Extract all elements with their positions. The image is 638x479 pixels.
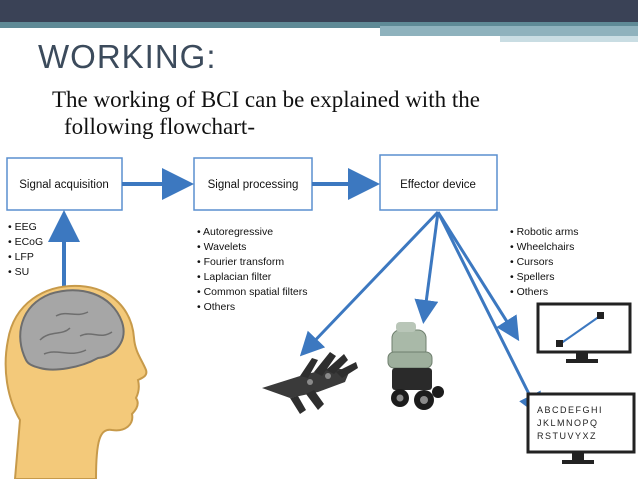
header-accent-stripe-light <box>500 36 638 42</box>
list-item: • Cursors <box>510 256 553 268</box>
list-item: • Wavelets <box>197 241 246 253</box>
list-item: • Spellers <box>510 271 555 283</box>
header-accent-stripe <box>380 26 638 36</box>
box-signal-processing <box>193 157 313 211</box>
cursor-screen-icon <box>536 302 632 363</box>
arrow-to-speller-screen <box>436 211 541 418</box>
speller-row: RSTUVYXZ <box>537 431 597 441</box>
slide-text: The working of BCI can be explained with… <box>52 86 612 140</box>
list-item: • Wheelchairs <box>510 241 574 253</box>
robotic-arm-icon <box>262 352 358 414</box>
slide-text-line-2: following flowchart- <box>64 114 255 139</box>
list-item: • SU <box>8 266 29 278</box>
box-label-signal-processing: Signal processing <box>208 179 299 191</box>
list-item: • Common spatial filters <box>197 286 307 298</box>
list-item: • Others <box>197 301 235 313</box>
list-item: • Autoregressive <box>197 226 273 238</box>
header-stripe <box>0 22 638 28</box>
arrow-to-cursor-screen <box>436 211 520 342</box>
slide-text-line-1: The working of BCI can be explained with… <box>52 87 480 112</box>
arrow-to-robotic-arm <box>299 210 440 357</box>
box-signal-acquisition <box>6 157 123 211</box>
box-label-effector-device: Effector device <box>400 179 476 191</box>
speller-row: ABCDEFGHI <box>537 405 603 415</box>
header-bar <box>0 0 638 22</box>
list-item: • ECoG <box>8 236 43 248</box>
list-item: • Laplacian filter <box>197 271 272 283</box>
effector-list: • Robotic arms • Wheelchairs • Cursors •… <box>510 226 578 298</box>
processing-list: • Autoregressive • Wavelets • Fourier tr… <box>197 226 307 313</box>
box-label-signal-acquisition: Signal acquisition <box>19 179 109 191</box>
acquisition-list: • EEG • ECoG • LFP • SU <box>8 221 43 278</box>
list-item: • Fourier transform <box>197 256 284 268</box>
list-item: • LFP <box>8 251 34 263</box>
human-head-icon <box>4 284 148 479</box>
slide-title: WORKING: <box>38 38 217 75</box>
speller-screen-icon: ABCDEFGHI JKLMNOPQ RSTUVYXZ <box>526 392 636 464</box>
wheelchair-icon <box>387 322 444 410</box>
list-item: • Robotic arms <box>510 226 578 238</box>
speller-row: JKLMNOPQ <box>537 418 599 428</box>
arrow-to-wheelchair <box>414 211 440 324</box>
list-item: • EEG <box>8 221 37 233</box>
list-item: • Others <box>510 286 548 298</box>
box-effector-device <box>379 154 498 211</box>
